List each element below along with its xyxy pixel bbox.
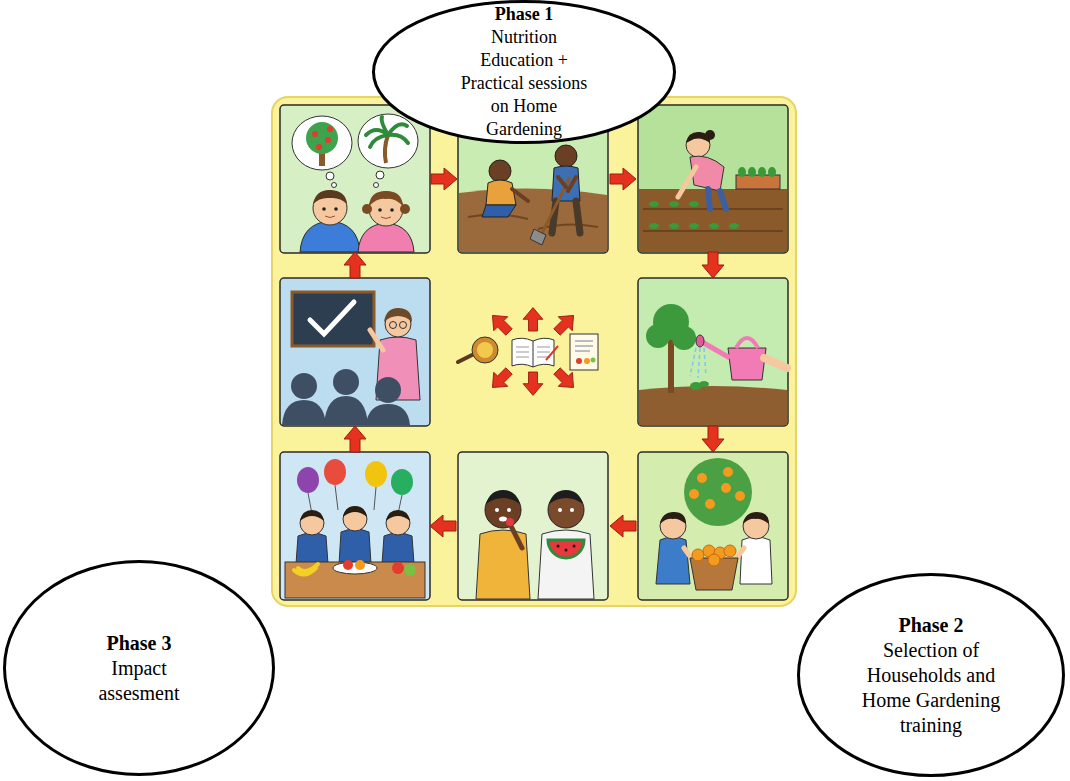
- phase-text-block: Phase 3Impact assesment: [84, 631, 194, 706]
- ellipse-shape: [374, 2, 675, 143]
- phase-description: Selection of Households and Home Gardeni…: [856, 638, 1006, 738]
- illustration-ground: [272, 97, 796, 606]
- classroom-panel: [280, 278, 430, 426]
- phase-ellipse: Phase 1Nutrition Education + Practical s…: [372, 0, 676, 144]
- phase-heading: Phase 2: [856, 613, 1006, 638]
- phase-description: Impact assesment: [84, 656, 194, 706]
- phase-ellipse: Phase 2Selection of Households and Home …: [797, 573, 1065, 777]
- phase-description: Nutrition Education + Practical sessions…: [454, 26, 595, 141]
- harvest-panel: [638, 452, 788, 600]
- thinking-panel: [280, 105, 430, 253]
- party-panel: [280, 452, 430, 600]
- phase-text-block: Phase 1Nutrition Education + Practical s…: [454, 3, 595, 141]
- phase-text-block: Phase 2Selection of Households and Home …: [856, 613, 1006, 738]
- watering-panel: [638, 278, 788, 426]
- eating-panel: [458, 452, 608, 600]
- phase-heading: Phase 1: [454, 3, 595, 26]
- phase-heading: Phase 3: [84, 631, 194, 656]
- radiating-arrows: [485, 308, 580, 396]
- ellipse-shape: [5, 562, 274, 775]
- ellipse-shape: [799, 575, 1064, 776]
- centre-resources: [458, 334, 598, 370]
- cycle-arrows: [344, 168, 724, 537]
- planting-panel: [638, 105, 788, 253]
- phase-ellipse: Phase 3Impact assesment: [3, 560, 275, 776]
